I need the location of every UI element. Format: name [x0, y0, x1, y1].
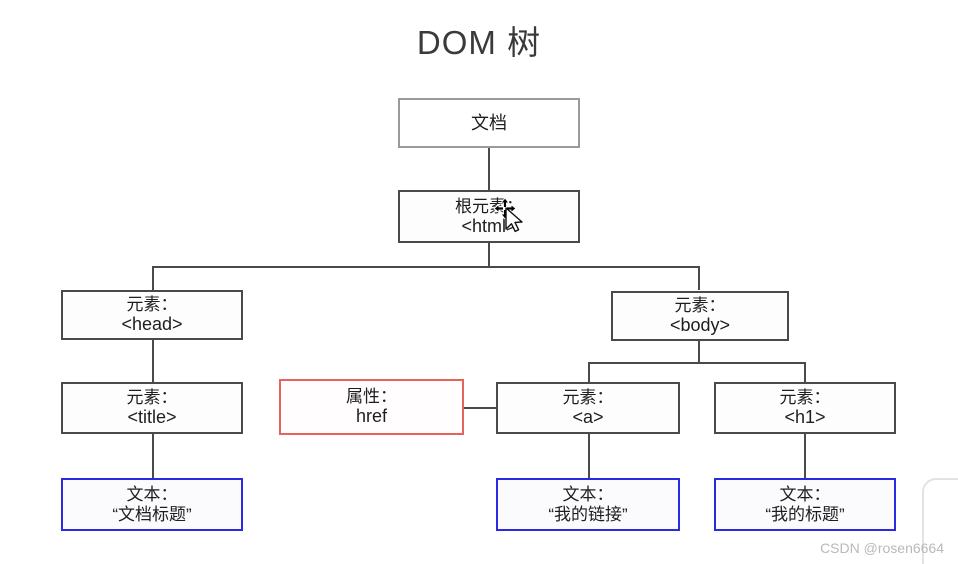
node-anchor-line2: <a>: [572, 407, 604, 428]
connector-bus-anchor: [588, 362, 590, 382]
node-html-line2: <html>: [461, 215, 517, 236]
connector-body-bus: [588, 362, 806, 364]
node-text-my-link[interactable]: 文本： “我的链接”: [496, 478, 680, 531]
connector-bus-body: [698, 266, 700, 290]
node-h1-line2: <h1>: [784, 407, 826, 428]
node-anchor-line1: 元素：: [562, 388, 614, 408]
connector-anchor-text: [588, 434, 590, 478]
node-title-line1: 元素：: [126, 388, 178, 408]
node-html[interactable]: 根元素： <html>: [398, 190, 580, 243]
node-title[interactable]: 元素： <title>: [61, 382, 243, 434]
connector-body-down: [698, 341, 700, 363]
node-head[interactable]: 元素： <head>: [61, 290, 243, 340]
viewer-frame-edge: [922, 478, 958, 564]
connector-document-html: [488, 148, 490, 190]
node-href-line1: 属性：: [346, 387, 397, 407]
node-body-line1: 元素：: [674, 296, 726, 316]
node-head-line2: <head>: [121, 314, 183, 335]
node-h1-line1: 元素：: [779, 388, 831, 408]
node-document[interactable]: 文档: [398, 98, 580, 148]
node-text-heading-line2: “我的标题”: [765, 504, 845, 524]
node-text-title-line2: “文档标题”: [112, 504, 192, 524]
connector-bus-head: [152, 266, 154, 290]
connector-h1-text: [804, 434, 806, 478]
node-html-line1: 根元素：: [455, 196, 523, 216]
node-attribute-href[interactable]: 属性： href: [279, 379, 464, 435]
connector-bus-h1: [804, 362, 806, 382]
connector-html-bus: [152, 266, 700, 268]
page-title: DOM 树: [416, 24, 542, 61]
node-document-label: 文档: [471, 112, 507, 133]
node-text-link-line2: “我的链接”: [548, 504, 628, 524]
node-body[interactable]: 元素： <body>: [611, 291, 789, 341]
node-text-heading-line1: 文本：: [779, 485, 831, 505]
connector-head-title: [152, 340, 154, 382]
node-h1[interactable]: 元素： <h1>: [714, 382, 896, 434]
node-title-line2: <title>: [127, 407, 177, 428]
connector-href-anchor: [464, 407, 496, 409]
node-text-title-line1: 文本：: [126, 485, 178, 505]
node-head-line1: 元素：: [126, 295, 178, 315]
node-text-link-line1: 文本：: [562, 485, 614, 505]
connector-title-text: [152, 434, 154, 478]
node-text-my-heading[interactable]: 文本： “我的标题”: [714, 478, 896, 531]
node-href-line2: href: [355, 406, 388, 427]
node-body-line2: <body>: [669, 315, 731, 336]
watermark: CSDN @rosen6664: [820, 540, 944, 556]
node-anchor[interactable]: 元素： <a>: [496, 382, 680, 434]
node-text-document-title[interactable]: 文本： “文档标题”: [61, 478, 243, 531]
connector-html-down: [488, 243, 490, 268]
